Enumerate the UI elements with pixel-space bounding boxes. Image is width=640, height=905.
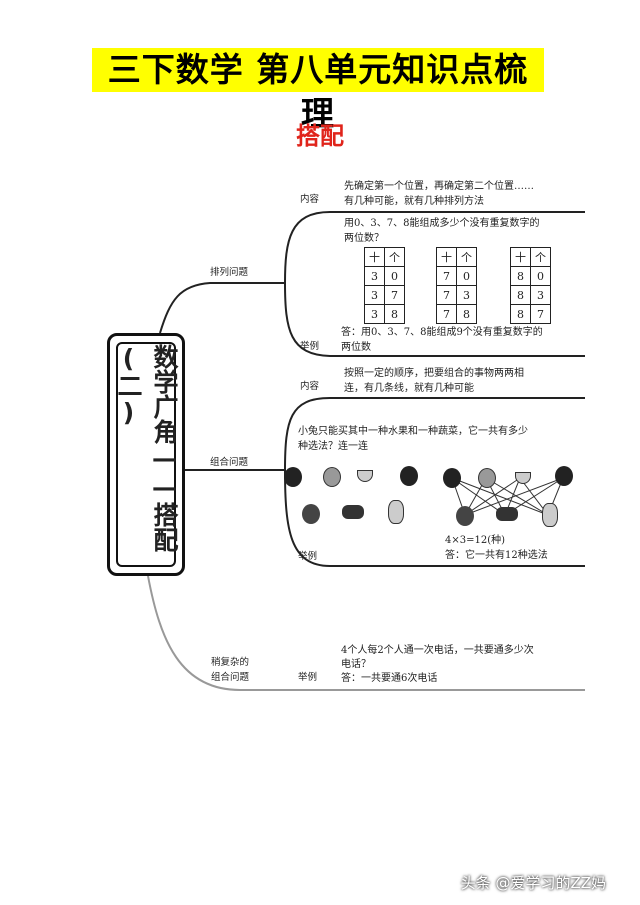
banana-icon <box>515 472 531 484</box>
banana-icon <box>357 470 373 482</box>
example-label: 举例 <box>298 672 318 683</box>
question-line: 电话？ <box>341 659 371 670</box>
center-topic: 数学广角——搭配(二) <box>114 342 179 567</box>
content-line: 连，有几条线，就有几种可能 <box>344 383 474 394</box>
table-cell: 0 <box>530 266 551 286</box>
answer-line: 两位数 <box>341 342 371 353</box>
table-cell: 0 <box>384 266 405 286</box>
page-subtitle: 搭配 <box>296 122 344 150</box>
table-header: 个 <box>530 247 551 267</box>
example-label: 举例 <box>298 551 318 562</box>
table-cell: 8 <box>510 304 531 324</box>
radish-icon <box>456 506 474 526</box>
table-cell: 7 <box>530 304 551 324</box>
content-label: 内容 <box>300 194 320 205</box>
table-cell: 3 <box>364 304 385 324</box>
center-topic-box: 数学广角——搭配(二) <box>107 333 185 576</box>
table-cell: 3 <box>364 266 385 286</box>
formula: 4×3=12(种) <box>445 535 506 546</box>
strawberry-icon <box>400 466 418 486</box>
branch-label-complex: 组合问题 <box>211 672 250 683</box>
table-header: 十 <box>436 247 457 267</box>
strawberry-icon <box>555 466 573 486</box>
answer-line: 答：一共要通6次电话 <box>341 673 438 684</box>
table-cell: 8 <box>456 304 477 324</box>
content-label: 内容 <box>300 381 320 392</box>
table-header: 十 <box>510 247 531 267</box>
branch-label-complex: 稍复杂的 <box>211 657 250 668</box>
table-cell: 3 <box>364 285 385 305</box>
cucumber-icon <box>342 505 364 519</box>
radish-icon <box>302 504 320 524</box>
table-cell: 3 <box>456 285 477 305</box>
pomegranate-icon <box>284 467 302 487</box>
question-line: 小兔只能买其中一种水果和一种蔬菜，它一共有多少 <box>298 426 528 437</box>
table-cell: 8 <box>510 285 531 305</box>
content-line: 先确定第一个位置，再确定第二个位置…… <box>344 181 534 192</box>
watermark: 头条 @爱学习的ZZ妈 <box>460 874 606 892</box>
question-line: 4个人每2个人通一次电话，一共要通多少次 <box>341 645 534 656</box>
pomegranate-icon <box>443 468 461 488</box>
question-line: 种选法？连一连 <box>298 441 368 452</box>
question-line: 两位数？ <box>344 233 384 244</box>
pepper-icon <box>542 503 558 527</box>
page-title: 三下数学 第八单元知识点梳理 <box>92 48 544 133</box>
peach-icon <box>478 468 496 488</box>
table-cell: 7 <box>436 266 457 286</box>
table-header: 十 <box>364 247 385 267</box>
table-cell: 0 <box>456 266 477 286</box>
table-header: 个 <box>384 247 405 267</box>
table-cell: 7 <box>436 285 457 305</box>
table-cell: 8 <box>384 304 405 324</box>
content-line: 按照一定的顺序，把要组合的事物两两相 <box>344 368 524 379</box>
cucumber-icon <box>496 507 518 521</box>
table-cell: 7 <box>384 285 405 305</box>
branch-label-combination: 组合问题 <box>210 457 249 468</box>
table-cell: 7 <box>436 304 457 324</box>
branch-label-permutation: 排列问题 <box>210 267 249 278</box>
pepper-icon <box>388 500 404 524</box>
table-cell: 8 <box>510 266 531 286</box>
answer-line: 答：它一共有12种选法 <box>445 550 548 561</box>
example-label: 举例 <box>300 341 320 352</box>
question-line: 用0、3、7、8能组成多少个没有重复数字的 <box>344 218 540 229</box>
table-cell: 3 <box>530 285 551 305</box>
answer-line: 答：用0、3、7、8能组成9个没有重复数字的 <box>341 327 543 338</box>
content-line: 有几种可能，就有几种排列方法 <box>344 196 484 207</box>
table-header: 个 <box>456 247 477 267</box>
peach-icon <box>323 467 341 487</box>
